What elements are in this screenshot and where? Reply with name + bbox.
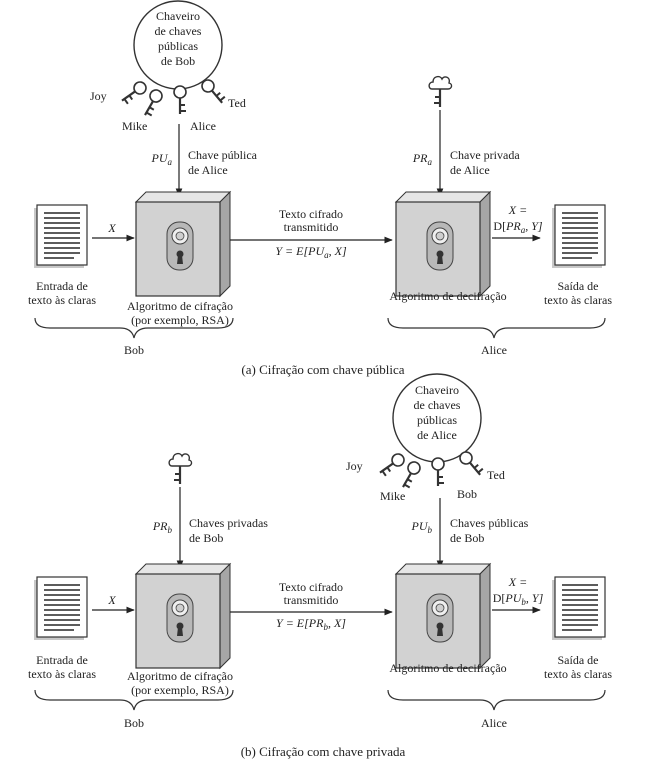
keyring-bob: Chaveiro de chaves públicas de Bob Joy M… <box>90 0 246 133</box>
receiver-key-label-2: de Alice <box>450 163 490 177</box>
brace-label-bob: Bob <box>124 343 144 357</box>
transmit-label-1-b: Texto cifrado <box>279 580 343 594</box>
alice-key-icon <box>172 84 188 116</box>
encryption-algorithm-box-b <box>135 563 231 669</box>
receiver-key-label-1-b: Chaves públicas <box>450 516 529 530</box>
decryption-algorithm-box <box>395 191 491 297</box>
keyring-name-bob-b: Bob <box>457 487 477 501</box>
joy-key-icon <box>117 78 150 107</box>
output-label-1-b: Saída de <box>558 653 599 667</box>
decrypt-formula-b: D[PUb, Y] <box>493 591 544 607</box>
output-x-eq-b: X = <box>508 575 527 589</box>
keyring-label-1: Chaveiro <box>156 9 200 23</box>
ted-key-icon-b <box>456 448 486 480</box>
decryption-label-b: Algoritmo de decifração <box>389 661 506 675</box>
brace-label-bob-b: Bob <box>124 716 144 730</box>
panel-b: PRb Chaves privadas de Bob Chaveiro de c… <box>28 373 612 759</box>
decryption-algorithm-box-b <box>395 563 491 669</box>
output-x-eq: X = <box>508 203 527 217</box>
bob-key-icon-b <box>430 456 446 488</box>
brace-label-alice: Alice <box>481 343 507 357</box>
keyring-name-ted: Ted <box>228 96 246 110</box>
keyring-label-1-b: Chaveiro <box>415 383 459 397</box>
plaintext-input-document-icon-b <box>33 576 88 641</box>
input-label-1: Entrada de <box>36 279 88 293</box>
brace-bob-b <box>34 689 234 711</box>
input-label-2-b: texto às claras <box>28 667 96 681</box>
input-label-1-b: Entrada de <box>36 653 88 667</box>
caption-b: (b) Cifração com chave privada <box>241 744 406 759</box>
ted-key-icon <box>198 76 228 108</box>
input-x-label-b: X <box>107 593 116 607</box>
encryption-label-1: Algoritmo de cifração <box>127 299 233 313</box>
keyring-label-3-b: públicas <box>417 413 457 427</box>
sender-key-symbol: PUa <box>151 151 173 167</box>
receiver-private-key-icon <box>428 75 453 109</box>
keyring-name-joy-b: Joy <box>346 459 363 473</box>
sender-key-symbol-b: PRb <box>152 519 173 535</box>
keyring-label-2-b: de chaves <box>414 398 461 412</box>
transmit-label-1: Texto cifrado <box>279 207 343 221</box>
keyring-label-4: de Bob <box>161 54 195 68</box>
brace-alice-b <box>387 689 606 711</box>
keyring-label-4-b: de Alice <box>417 428 457 442</box>
keyring-label-3: públicas <box>158 39 198 53</box>
receiver-key-label-2-b: de Bob <box>450 531 484 545</box>
encryption-algorithm-box <box>135 191 231 297</box>
caption-a: (a) Cifração com chave pública <box>241 362 404 377</box>
receiver-key-label-1: Chave privada <box>450 148 520 162</box>
brace-bob <box>34 317 234 339</box>
decrypt-formula: D[PRa, Y] <box>493 219 543 235</box>
plaintext-input-document-icon <box>33 204 88 269</box>
receiver-key-symbol-b: PUb <box>411 519 433 535</box>
keyring-name-mike: Mike <box>122 119 147 133</box>
output-label-2: texto às claras <box>544 293 612 307</box>
output-label-2-b: texto às claras <box>544 667 612 681</box>
output-label-1: Saída de <box>558 279 599 293</box>
joy-key-icon-b <box>375 450 408 479</box>
decryption-label: Algoritmo de decifração <box>389 289 506 303</box>
keyring-name-mike-b: Mike <box>380 489 405 503</box>
encryption-label-2-b: (por exemplo, RSA) <box>131 683 229 697</box>
transmit-label-2-b: transmitido <box>284 593 339 607</box>
encryption-label-1-b: Algoritmo de cifração <box>127 669 233 683</box>
keyring-name-joy: Joy <box>90 89 107 103</box>
brace-alice <box>387 317 606 339</box>
plaintext-output-document-icon <box>551 204 606 269</box>
transmit-label-2: transmitido <box>284 220 339 234</box>
sender-key-label-1-b: Chaves privadas <box>189 516 268 530</box>
sender-private-key-icon <box>168 452 193 486</box>
plaintext-output-document-icon-b <box>551 576 606 641</box>
keyring-name-ted-b: Ted <box>487 468 505 482</box>
sender-key-label-2: de Alice <box>188 163 228 177</box>
input-x-label: X <box>107 221 116 235</box>
sender-key-label-1: Chave pública <box>188 148 258 162</box>
ciphertext-formula-b: Y = E[PRb, X] <box>276 616 346 632</box>
keyring-name-alice: Alice <box>190 119 216 133</box>
ciphertext-formula: Y = E[PUa, X] <box>275 244 347 260</box>
encryption-label-2: (por exemplo, RSA) <box>131 313 229 327</box>
brace-label-alice-b: Alice <box>481 716 507 730</box>
panel-a: Chaveiro de chaves públicas de Bob Joy M… <box>28 0 612 377</box>
keyring-alice: Chaveiro de chaves públicas de Alice Joy… <box>346 373 505 503</box>
sender-key-label-2-b: de Bob <box>189 531 223 545</box>
receiver-key-symbol: PRa <box>412 151 433 167</box>
input-label-2: texto às claras <box>28 293 96 307</box>
keyring-label-2: de chaves <box>155 24 202 38</box>
